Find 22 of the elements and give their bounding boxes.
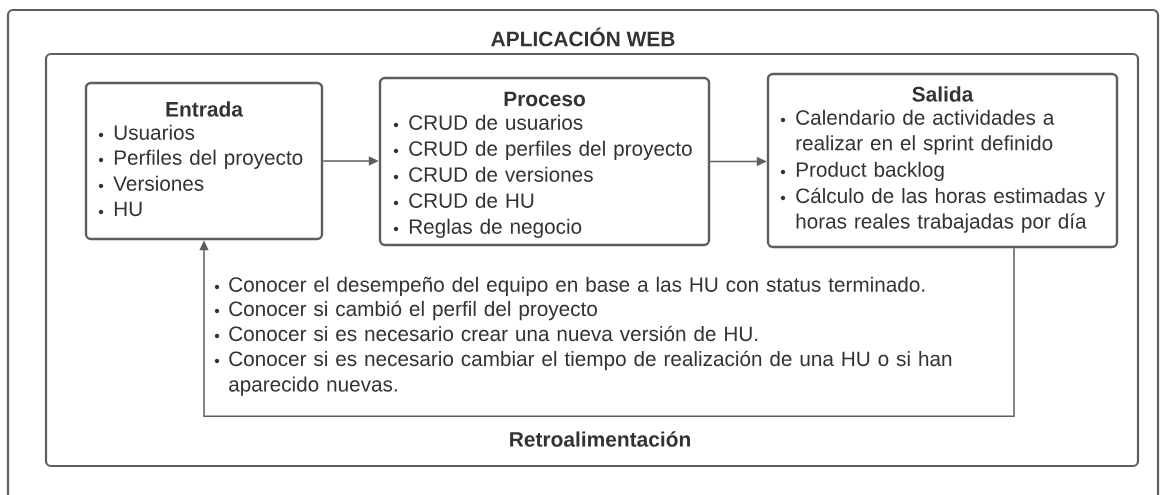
list-item: Conocer si es necesario cambiar el tiempo de realización de una HU o si han aparecido nuevas. (214, 350, 952, 396)
list-item: Conocer si cambió el perfil del proyecto (214, 300, 597, 321)
list-item: Calendario de actividades a realizar en el sprint definido (780, 109, 1055, 155)
box-heading: Salida (912, 86, 974, 102)
list-item: Conocer si es necesario crear una nueva versión de HU. (214, 325, 758, 342)
list-item: CRUD de versiones (393, 166, 593, 182)
list-item: CRUD de usuarios (393, 114, 583, 130)
list-item: Product backlog (780, 161, 944, 181)
output-box (766, 72, 1119, 249)
list-item: Reglas de negocio (393, 218, 582, 238)
box-heading: Proceso (504, 91, 585, 107)
list-item: Conocer el desempeño del equipo en base a las HU con status terminado. (214, 276, 925, 296)
input-box (84, 81, 324, 241)
list-item: CRUD de perfiles del proyecto (393, 140, 692, 160)
list-item: Versiones (98, 175, 204, 191)
box-heading: Entrada (166, 101, 244, 117)
list-item: Usuarios (98, 124, 195, 140)
list-item: CRUD de HU (393, 192, 534, 208)
list-item: Cálculo de las horas estimadas y horas reales trabajadas por día (780, 187, 1105, 233)
process-box (378, 76, 711, 247)
list-item: Perfiles del proyecto (98, 149, 303, 169)
list-item: HU (98, 201, 142, 217)
